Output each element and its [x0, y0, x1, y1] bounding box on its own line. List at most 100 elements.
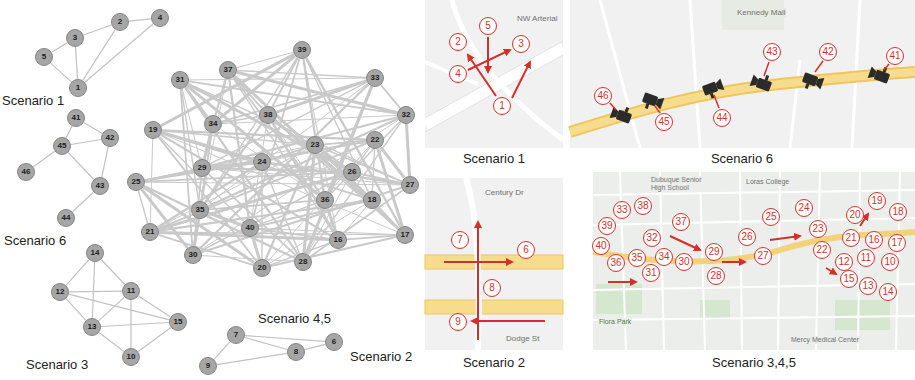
callout-number: 5 — [485, 21, 491, 31]
graph-node: 13 — [83, 318, 101, 336]
node-number: 39 — [298, 46, 307, 54]
graph-edge — [259, 228, 396, 234]
callout-number: 30 — [678, 257, 689, 267]
node-number: 7 — [234, 331, 238, 339]
callout-number: 18 — [892, 207, 903, 217]
camera-number: 19 — [868, 192, 886, 210]
node-number: 23 — [311, 141, 320, 149]
graph-edge — [33, 151, 54, 166]
node-number: 30 — [189, 251, 198, 259]
graph-edge — [202, 256, 294, 262]
callout-number: 13 — [862, 281, 873, 291]
graph-edge — [303, 59, 323, 191]
callout-number: 25 — [765, 212, 776, 222]
node-number: 25 — [132, 178, 141, 186]
graph-edge — [52, 43, 68, 53]
callout-number: 6 — [523, 245, 529, 255]
callout-number: 3 — [518, 39, 524, 49]
graph-node: 20 — [253, 259, 271, 277]
camera-number: 10 — [881, 253, 899, 271]
graph-node: 33 — [366, 69, 384, 87]
node-number: 40 — [246, 224, 255, 232]
node-number: 43 — [96, 182, 105, 190]
callout-number: 37 — [675, 217, 686, 227]
callout-number: 22 — [816, 245, 827, 255]
graph-node: 11 — [122, 282, 140, 300]
scenario-label: Scenario 6 — [711, 152, 773, 167]
camera-number: 46 — [594, 87, 612, 105]
node-number: 36 — [321, 196, 330, 204]
camera-number: 5 — [479, 17, 497, 35]
graph-node: 23 — [306, 136, 324, 154]
node-number: 24 — [258, 158, 267, 166]
camera-number: 12 — [835, 253, 853, 271]
callout-number: 14 — [882, 287, 893, 297]
graph-node: 41 — [67, 109, 85, 127]
camera-number: 34 — [655, 248, 673, 266]
camera-number: 24 — [795, 199, 813, 217]
graph-edge — [102, 147, 108, 177]
node-number: 16 — [334, 236, 343, 244]
camera-number: 20 — [846, 206, 864, 224]
node-number: 3 — [73, 34, 77, 42]
camera-number: 8 — [483, 279, 501, 297]
callout-number: 33 — [616, 205, 627, 215]
callout-number: 11 — [861, 253, 871, 263]
graph-node: 34 — [204, 115, 222, 133]
graph-node: 2 — [111, 13, 129, 31]
camera-number: 29 — [705, 243, 723, 261]
camera-number: 42 — [819, 43, 837, 61]
graph-node: 42 — [101, 129, 119, 147]
node-number: 35 — [196, 206, 205, 214]
map-scenario-2 — [425, 178, 563, 350]
graph-node: 14 — [86, 244, 104, 262]
camera-number: 15 — [840, 270, 858, 288]
graph-edge — [253, 59, 300, 220]
callout-number: 12 — [838, 257, 849, 267]
graph-node: 9 — [199, 357, 217, 375]
map-place-label: Kennedy Mall — [736, 8, 786, 17]
graph-node: 27 — [401, 176, 419, 194]
callout-number: 10 — [884, 257, 895, 267]
callout-number: 8 — [489, 283, 495, 293]
graph-edge — [145, 182, 401, 185]
callout-number: 45 — [658, 117, 669, 127]
node-number: 22 — [371, 136, 380, 144]
camera-number: 45 — [655, 113, 673, 131]
graph-edge — [92, 262, 94, 318]
node-number: 41 — [72, 114, 81, 122]
node-number: 33 — [371, 74, 380, 82]
node-number: 29 — [198, 164, 207, 172]
graph-edge — [304, 59, 337, 231]
camera-number: 31 — [642, 264, 660, 282]
camera-number: 30 — [675, 253, 693, 271]
camera-number: 3 — [512, 35, 530, 53]
graph-edge — [139, 296, 171, 317]
node-number: 26 — [348, 168, 357, 176]
node-number: 32 — [402, 111, 411, 119]
callout-number: 35 — [631, 253, 642, 263]
camera-number: 36 — [607, 254, 625, 272]
callout-number: 27 — [757, 251, 768, 261]
callout-number: 28 — [710, 271, 721, 281]
camera-number: 27 — [754, 247, 772, 265]
camera-number: 7 — [451, 231, 469, 249]
map-scenario-1 — [425, 0, 563, 148]
graph-node: 10 — [122, 348, 140, 366]
graph-edge — [194, 219, 198, 246]
node-number: 20 — [258, 264, 267, 272]
node-number: 34 — [209, 120, 218, 128]
graph-edge — [129, 19, 151, 21]
callout-number: 7 — [457, 235, 463, 245]
graph-edge — [189, 78, 366, 80]
graph-edge — [68, 153, 94, 180]
node-number: 12 — [56, 288, 65, 296]
callout-number: 34 — [658, 252, 669, 262]
graph-edge — [229, 79, 249, 219]
callout-number: 38 — [637, 201, 648, 211]
camera-number: 9 — [449, 313, 467, 331]
map-scenario-6 — [570, 0, 915, 148]
graph-node: 12 — [51, 283, 69, 301]
graph-edge — [205, 58, 297, 203]
node-number: 10 — [127, 353, 136, 361]
